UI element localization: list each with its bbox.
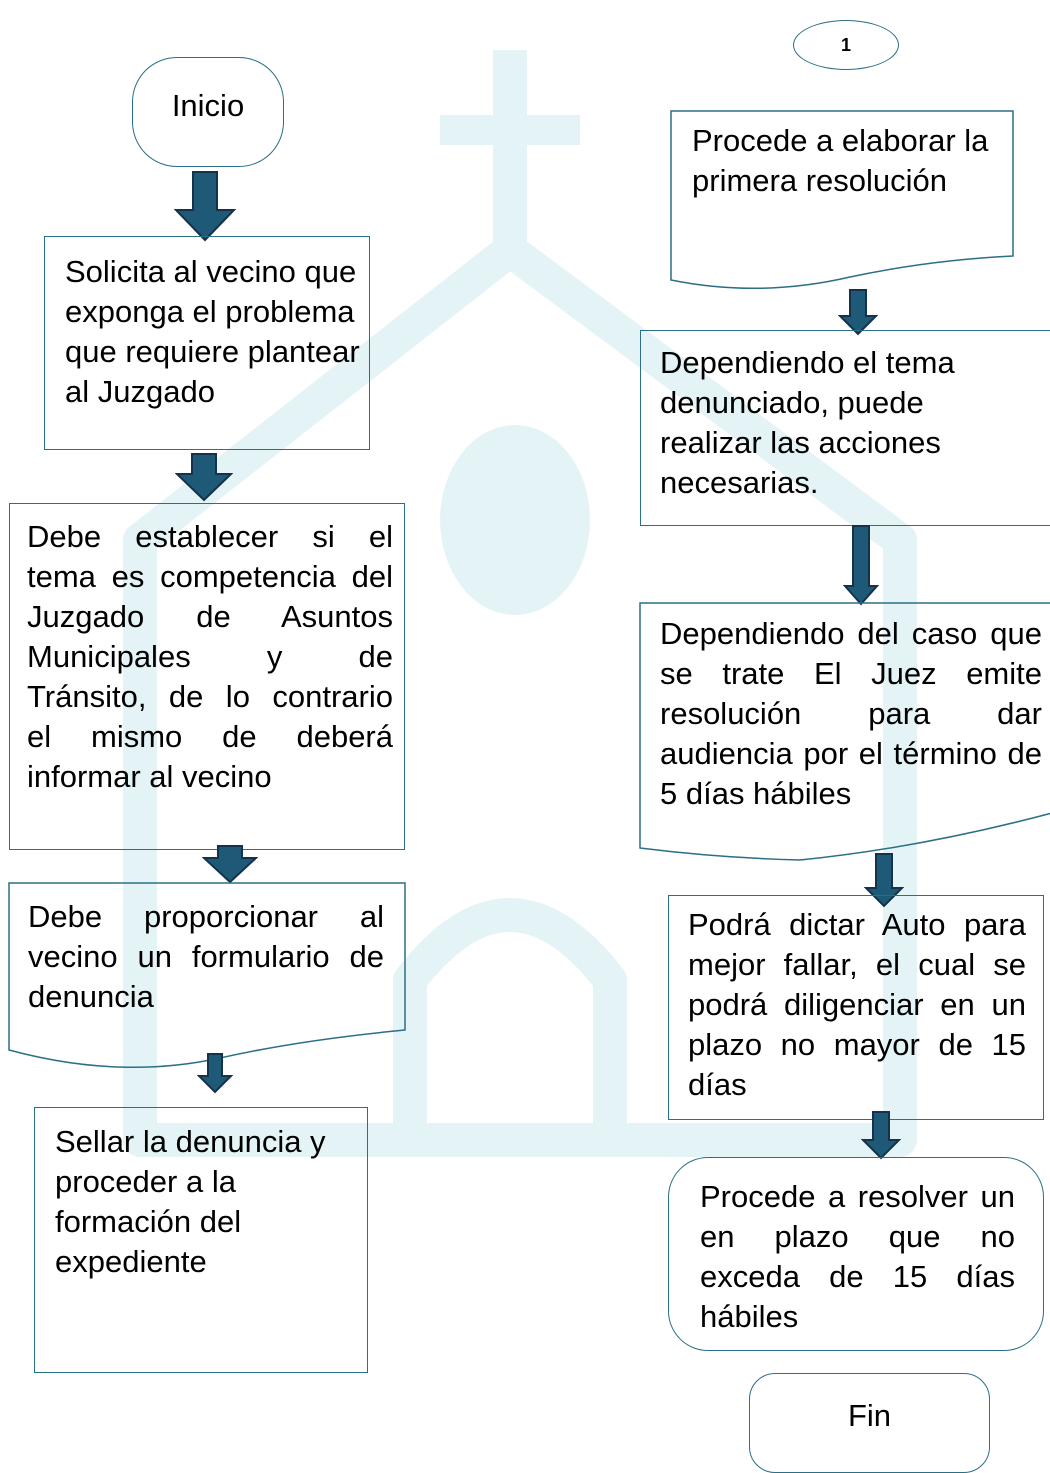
- step-first-resolution-text: Procede a elaborar la primera resolución: [692, 123, 989, 198]
- step-provide-line: denuncia: [28, 979, 154, 1014]
- step-request-problem-text: Solicita al vecino que exponga el proble…: [65, 254, 360, 409]
- step-seal-complaint-text: Sellar la denuncia y proceder a la forma…: [55, 1124, 326, 1279]
- step-establish-line: tema es competencia del: [27, 559, 393, 594]
- step-hearing-line: resolución para dar: [660, 696, 1042, 731]
- step-resolve-line: Procede a resolver un: [700, 1179, 1015, 1214]
- step-establish-line: Juzgado de Asuntos: [27, 599, 393, 634]
- connector-1: 1: [793, 20, 899, 70]
- step-establish-competence: Debe establecer si el tema es competenci…: [9, 503, 405, 850]
- end-terminal: Fin: [749, 1373, 990, 1473]
- step-resolve-terminal: Procede a resolver un en plazo que no ex…: [668, 1157, 1044, 1351]
- step-auto-better-ruling: Podrá dictar Auto para mejor fallar, el …: [668, 895, 1044, 1120]
- down-arrow-icon: [175, 453, 233, 502]
- step-auto-line: mejor fallar, el cual se: [688, 947, 1026, 982]
- down-arrow-icon: [197, 1053, 233, 1094]
- step-auto-line: días: [688, 1067, 747, 1102]
- step-establish-line: el mismo de deberá: [27, 719, 393, 754]
- start-label: Inicio: [171, 88, 245, 123]
- step-hearing-line: 5 días hábiles: [660, 776, 852, 811]
- down-arrow-icon: [838, 289, 878, 336]
- step-auto-line: podrá diligenciar en un: [688, 987, 1026, 1022]
- down-arrow-icon: [864, 853, 904, 908]
- step-establish-line: informar al vecino: [27, 759, 272, 794]
- step-resolve-line: exceda de 15 días: [700, 1259, 1015, 1294]
- step-provide-line: Debe proporcionar al: [28, 899, 384, 934]
- down-arrow-icon: [861, 1111, 901, 1160]
- step-resolve-line: hábiles: [700, 1299, 799, 1334]
- step-hearing-line: audiencia por el término de: [660, 736, 1042, 771]
- step-establish-line: Debe establecer si el: [27, 519, 393, 554]
- step-hearing-resolution: Dependiendo del caso que se trate El Jue…: [660, 614, 1042, 814]
- down-arrow-icon: [843, 525, 879, 606]
- step-establish-line: Municipales y de: [27, 639, 393, 674]
- down-arrow-icon: [173, 171, 237, 242]
- step-establish-line: Tránsito, de lo contrario: [27, 679, 393, 714]
- step-hearing-line: Dependiendo del caso que: [660, 616, 1042, 651]
- connector-1-label: 1: [840, 35, 851, 55]
- step-actions: Dependiendo el tema denunciado, puede re…: [640, 330, 1050, 526]
- step-auto-line: plazo no mayor de 15: [688, 1027, 1026, 1062]
- step-request-problem: Solicita al vecino que exponga el proble…: [44, 236, 370, 450]
- step-provide-form: Debe proporcionar al vecino un formulari…: [28, 897, 384, 1017]
- step-actions-text: Dependiendo el tema denunciado, puede re…: [660, 345, 955, 500]
- step-auto-line: Podrá dictar Auto para: [688, 907, 1026, 942]
- start-terminal: Inicio: [132, 57, 284, 167]
- down-arrow-icon: [202, 845, 258, 884]
- step-seal-complaint: Sellar la denuncia y proceder a la forma…: [34, 1107, 368, 1373]
- step-hearing-line: se trate El Juez emite: [660, 656, 1042, 691]
- step-provide-line: vecino un formulario de: [28, 939, 384, 974]
- step-resolve-line: en plazo que no: [700, 1219, 1015, 1254]
- end-label: Fin: [847, 1398, 892, 1433]
